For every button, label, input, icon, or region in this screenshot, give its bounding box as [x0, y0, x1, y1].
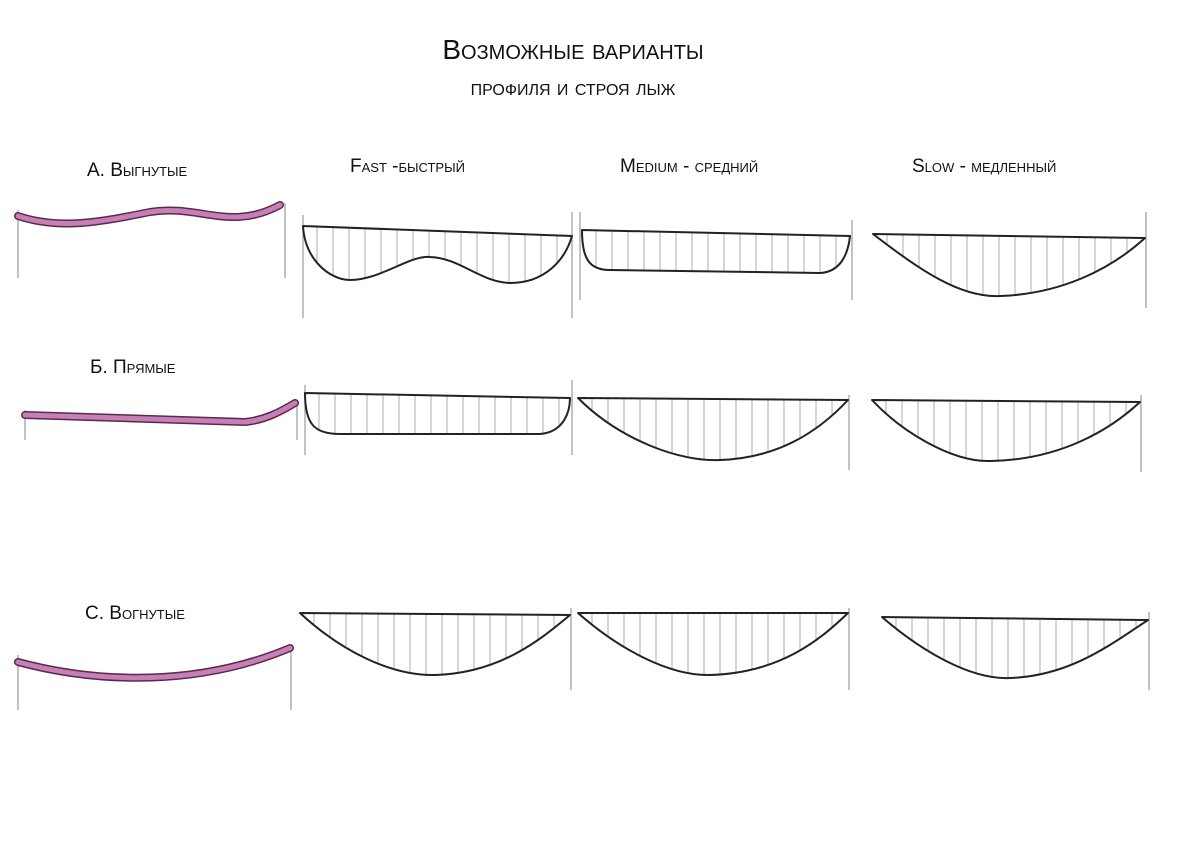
flex-curve: [304, 392, 571, 435]
flex-curve: [299, 612, 571, 677]
hatch-lines: [316, 226, 558, 283]
profile-convex-medium: [581, 229, 851, 274]
row-label-concave: С. Вогнутые: [85, 603, 185, 624]
column-label-medium: Medium - средний: [620, 156, 759, 177]
profile-convex-fast: [302, 225, 573, 284]
hatch-lines: [895, 617, 1137, 679]
hatch-lines: [318, 393, 560, 434]
hatch-lines: [886, 234, 1144, 297]
flex-curve: [302, 225, 573, 284]
flex-curve: [881, 616, 1149, 680]
profile-straight-slow: [871, 399, 1141, 463]
ski-straight: [21, 399, 299, 427]
flex-curve: [581, 229, 851, 274]
diagram-title-line2: профиля и строя лыж: [470, 74, 676, 100]
flex-curve: [577, 397, 849, 462]
diagram-title-line1: Возможные варианты: [442, 34, 704, 65]
flex-curve: [872, 233, 1146, 298]
flex-curve: [871, 399, 1141, 463]
profile-concave-medium: [577, 612, 849, 677]
flex-curve: [577, 612, 849, 677]
ski-convex: [14, 201, 284, 228]
column-label-fast: Fast -быстрый: [350, 156, 465, 177]
hatch-lines: [595, 230, 837, 273]
row-label-convex: А. Выгнутые: [87, 160, 188, 181]
profile-straight-fast: [304, 392, 571, 435]
column-label-slow: Slow - медленный: [912, 156, 1057, 177]
profile-concave-fast: [299, 612, 571, 677]
profile-convex-slow: [872, 233, 1146, 298]
hatch-lines: [885, 400, 1127, 462]
profile-straight-medium: [577, 397, 849, 462]
row-label-straight: Б. Прямые: [90, 357, 176, 378]
ski-concave: [14, 644, 294, 682]
hatch-lines: [313, 613, 555, 676]
